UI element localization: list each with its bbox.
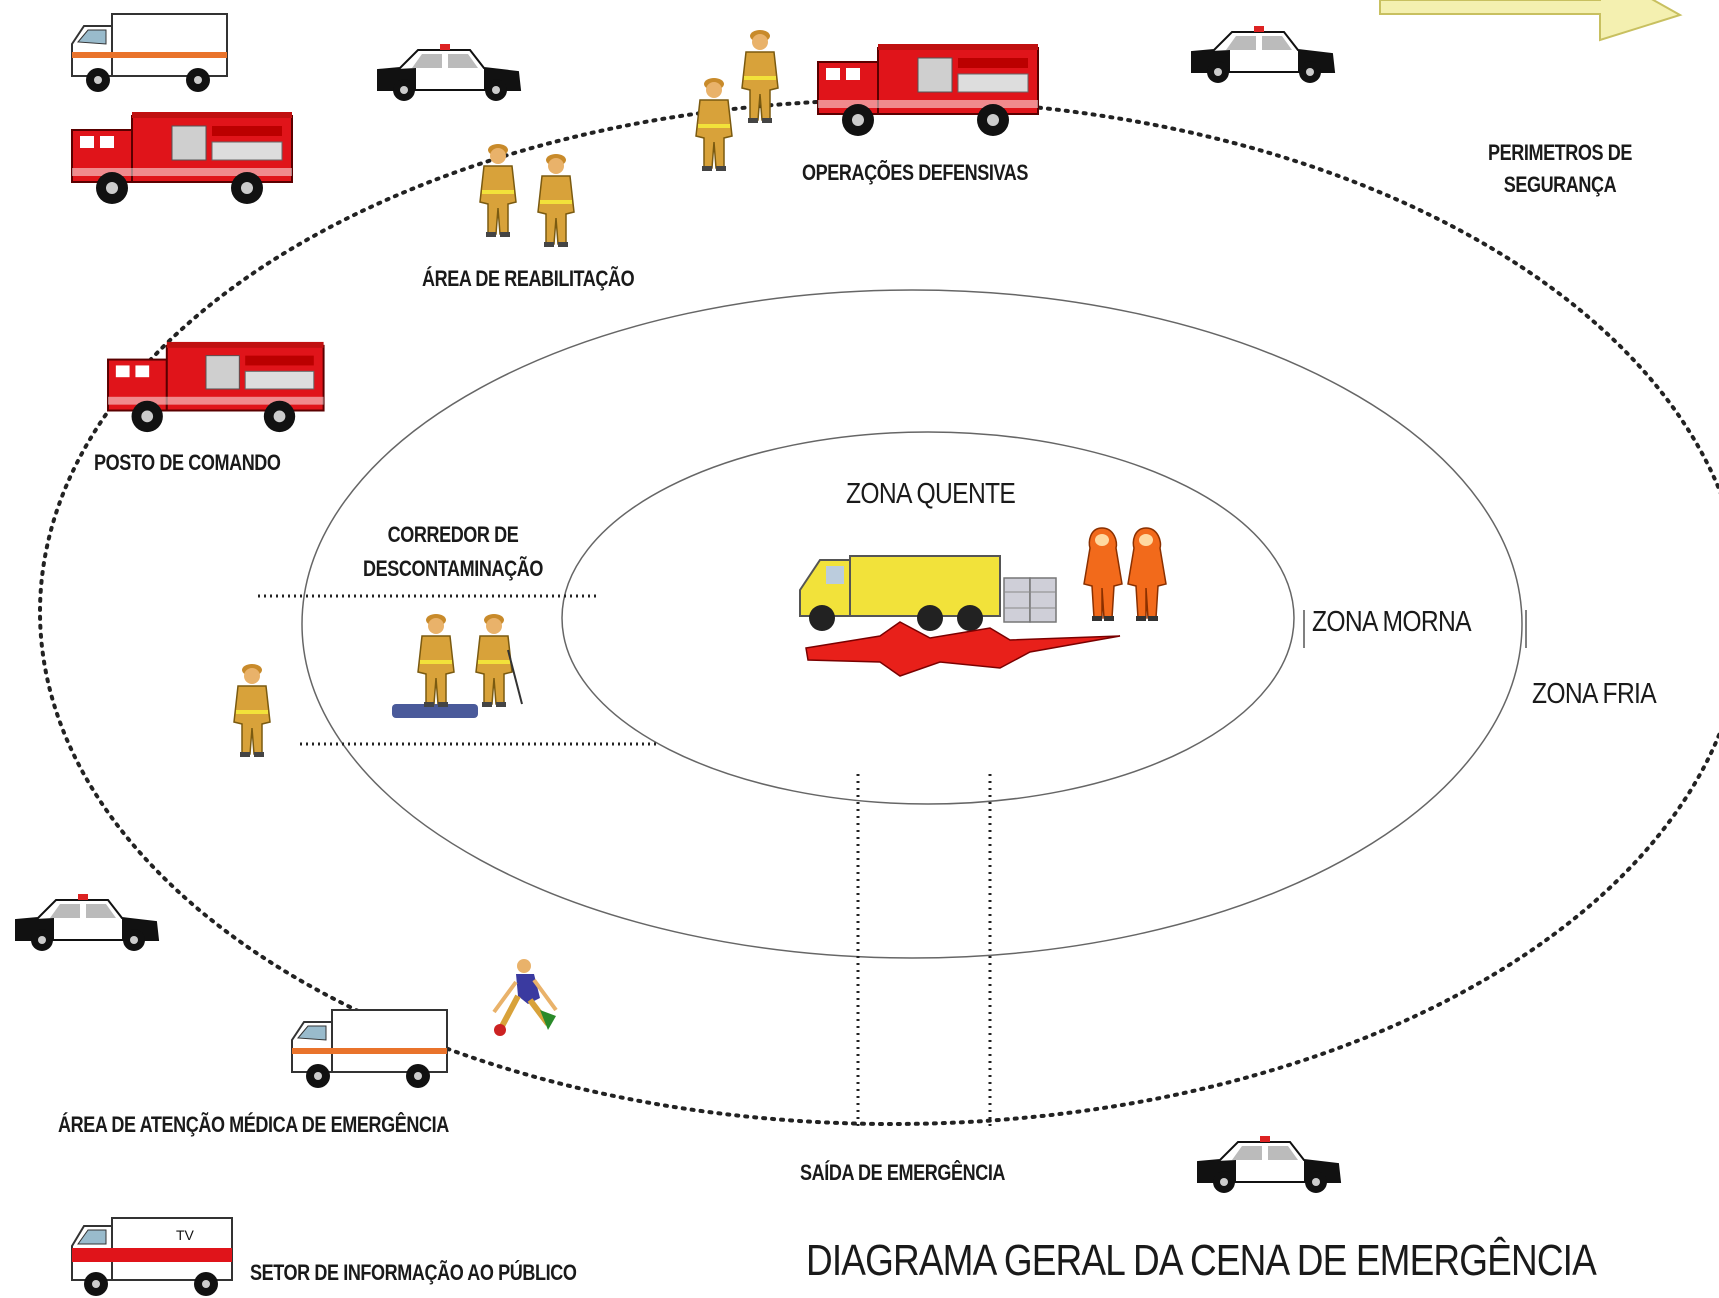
defensive-operations-label: OPERAÇÕES DEFENSIVAS — [802, 160, 1029, 185]
warm-zone-label: ZONA MORNA — [1312, 606, 1472, 638]
tanker-truck-icon — [799, 555, 1001, 631]
police-car-icon — [15, 893, 159, 952]
decon-corridor-line1: CORREDOR DE — [387, 522, 519, 547]
decon-corridor-label: CORREDOR DE DESCONTAMINAÇÃO — [351, 522, 556, 582]
police-car-icon — [1191, 25, 1335, 84]
running-civilian-icon — [492, 959, 558, 1036]
safety-perimeters-line2: SEGURANÇA — [1503, 172, 1617, 197]
hazard-spill-icon — [805, 621, 1121, 677]
hot-zone-ring — [561, 431, 1295, 805]
police-car-icon — [1197, 1135, 1341, 1194]
safety-perimeters-label: PERIMETROS DE SEGURANÇA — [1462, 140, 1659, 198]
hazmat-suit-icon — [1127, 527, 1167, 622]
public-info-label: SETOR DE INFORMAÇÃO AO PÚBLICO — [250, 1260, 577, 1285]
emergency-exit-label: SAÍDA DE EMERGÊNCIA — [800, 1160, 1006, 1185]
safety-perimeters-line1: PERIMETROS DE — [1487, 140, 1633, 165]
firefighter-icon — [741, 29, 779, 124]
decon-brush-icon — [507, 649, 523, 705]
command-post-label: POSTO DE COMANDO — [94, 450, 281, 475]
police-car-icon — [377, 43, 521, 102]
decon-corridor-line2: DESCONTAMINAÇÃO — [363, 556, 543, 581]
ambulance-icon — [71, 13, 228, 93]
decon-pool-icon — [392, 704, 478, 718]
direction-arrow-icon — [1379, 0, 1683, 42]
command-post-engine-icon — [107, 340, 325, 434]
fire-engine-icon — [71, 111, 293, 205]
chemical-barrels-icon — [1003, 577, 1057, 623]
fire-engine-defensive-icon — [817, 43, 1039, 137]
warm-zone-ring — [301, 289, 1523, 959]
tv-van-icon: TV — [71, 1217, 233, 1296]
firefighter-icon — [233, 663, 271, 758]
tv-van-label: TV — [176, 1227, 195, 1243]
firefighter-icon — [537, 153, 575, 248]
rehab-area-label: ÁREA DE REABILITAÇÃO — [422, 266, 635, 291]
firefighter-icon — [479, 143, 517, 238]
hazmat-suit-icon — [1083, 527, 1123, 622]
firefighter-icon — [417, 613, 455, 708]
firefighter-icon — [695, 77, 733, 172]
ambulance-icon — [291, 1009, 448, 1089]
firefighter-icon — [475, 613, 513, 708]
hot-zone-label: ZONA QUENTE — [846, 478, 1016, 510]
medical-area-label: ÁREA DE ATENÇÃO MÉDICA DE EMERGÊNCIA — [58, 1112, 449, 1137]
safety-perimeter-ring — [38, 98, 1719, 1126]
diagram-title: DIAGRAMA GERAL DA CENA DE EMERGÊNCIA — [806, 1236, 1597, 1285]
cold-zone-label: ZONA FRIA — [1532, 678, 1657, 710]
